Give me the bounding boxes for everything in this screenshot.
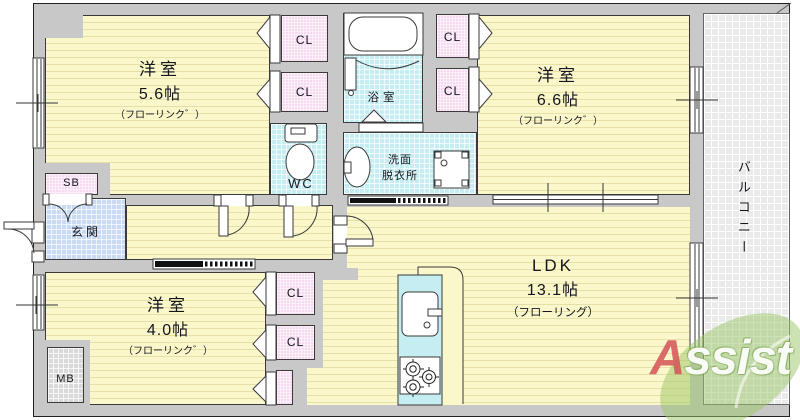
closet-box bbox=[281, 15, 328, 62]
closet-box bbox=[281, 72, 328, 112]
entrance-label: 玄関 bbox=[70, 225, 101, 239]
room-floor-type: （フローリング） bbox=[507, 306, 599, 319]
closet-box bbox=[436, 68, 469, 112]
room-6-6-label: 洋室 6.6帖 （フローリンク゛） bbox=[458, 64, 658, 129]
meter-box-label: MB bbox=[56, 373, 75, 385]
closet-box bbox=[276, 325, 315, 360]
room-name: 洋室 bbox=[537, 66, 579, 85]
room-5-6-label: 洋室 5.6帖 （フローリンク゛） bbox=[60, 58, 260, 123]
room-name: 洋室 bbox=[147, 296, 189, 315]
room-size: 5.6帖 bbox=[138, 85, 182, 103]
closet-label: CL bbox=[295, 33, 314, 47]
shoe-box bbox=[45, 173, 98, 195]
room-floor-type: （フローリンク゛） bbox=[115, 109, 205, 121]
washroom-label-line1: 洗面 bbox=[388, 154, 412, 166]
washroom-label: 洗面 脱衣所 bbox=[372, 153, 428, 185]
room-size: 6.6帖 bbox=[536, 91, 580, 109]
room-4-0-label: 洋室 4.0帖 （フローリンク゛） bbox=[68, 294, 268, 359]
closet-label: CL bbox=[443, 30, 462, 44]
wall-notch bbox=[45, 15, 83, 38]
room-floor-type: （フローリンク゛） bbox=[123, 345, 213, 357]
room-size: 13.1帖 bbox=[526, 281, 580, 299]
wall-stub bbox=[347, 268, 358, 280]
closet-label: CL bbox=[443, 84, 462, 98]
kitchen-counter bbox=[398, 275, 442, 405]
assist-logo-rest: ssist bbox=[684, 331, 792, 385]
closet-label: CL bbox=[286, 286, 305, 300]
wc-label: WC bbox=[288, 176, 314, 191]
ldk-label: LDK 13.1帖 （フローリング） bbox=[453, 254, 653, 322]
room-name: 洋室 bbox=[139, 60, 181, 79]
hallway-floor bbox=[126, 205, 333, 260]
washroom-label-line2: 脱衣所 bbox=[382, 169, 418, 182]
room-floor-type: （フローリンク゛） bbox=[513, 115, 603, 127]
assist-logo: Assist bbox=[650, 330, 792, 386]
balcony-label: バルコニー bbox=[735, 160, 751, 260]
room-6-6-floor bbox=[477, 15, 690, 195]
meter-box bbox=[47, 347, 84, 403]
closet-box bbox=[276, 272, 315, 315]
room-size: 4.0帖 bbox=[146, 321, 190, 339]
room-name: LDK bbox=[531, 256, 575, 275]
shoe-box-label: SB bbox=[63, 177, 80, 189]
closet-box bbox=[276, 370, 293, 405]
bath-label: 浴室 bbox=[367, 92, 399, 104]
closet-label: CL bbox=[286, 335, 305, 349]
assist-logo-first-letter: A bbox=[650, 331, 685, 385]
closet-label: CL bbox=[295, 85, 314, 99]
closet-box bbox=[436, 14, 469, 58]
